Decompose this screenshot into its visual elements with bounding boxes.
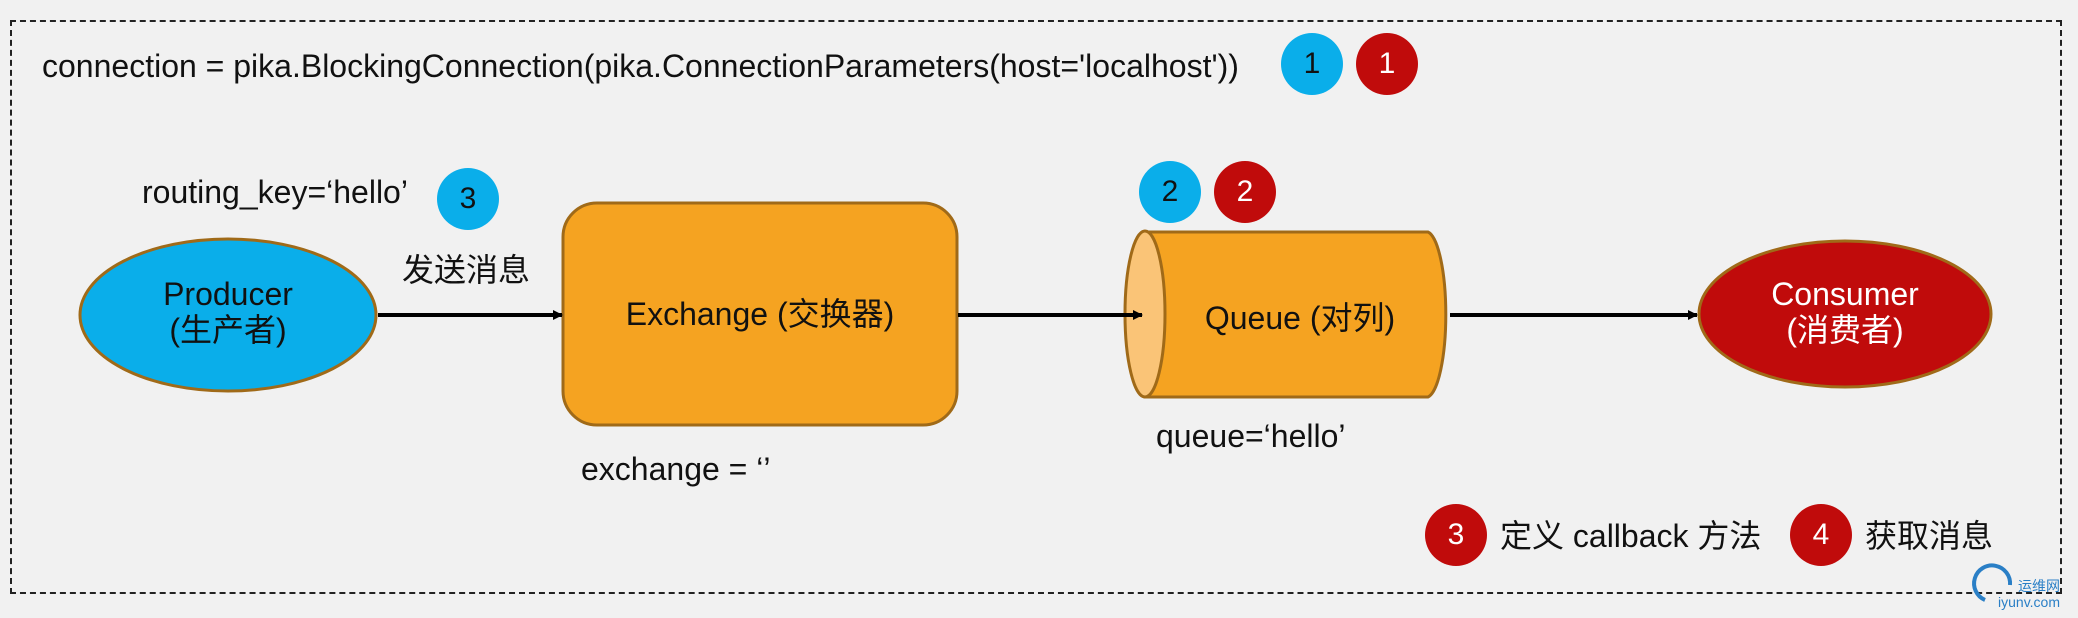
step-badge-blue-3: 3 <box>437 168 499 230</box>
consumer-node <box>1697 239 1993 389</box>
watermark: 运维网 iyunv.com <box>1998 578 2060 610</box>
producer-label: Producer (生产者) <box>80 276 376 348</box>
consumer-name: Consumer <box>1771 276 1919 312</box>
step-badge-red-3: 3 <box>1425 504 1487 566</box>
step-badge-blue-2: 2 <box>1139 161 1201 223</box>
legend-step3-label: 定义 callback 方法 <box>1500 518 1762 554</box>
producer-name-cn: (生产者) <box>169 312 287 348</box>
watermark-logo <box>1972 563 2013 602</box>
routing-key-label: routing_key=‘hello’ <box>142 174 408 210</box>
queue-label: Queue (对列) <box>1204 300 1396 336</box>
queue-param: queue=‘hello’ <box>1156 418 1346 454</box>
dashed-frame <box>10 20 2062 594</box>
step-badge-red-2: 2 <box>1214 161 1276 223</box>
exchange-label: Exchange (交换器) <box>625 296 895 332</box>
consumer-label: Consumer (消费者) <box>1699 276 1991 348</box>
watermark-line1: 运维网 <box>2018 578 2060 594</box>
step-badge-blue-1: 1 <box>1281 33 1343 95</box>
send-message-label: 发送消息 <box>402 252 531 288</box>
connection-code: connection = pika.BlockingConnection(pik… <box>42 48 1239 84</box>
legend-step4-label: 获取消息 <box>1865 518 1994 554</box>
exchange-node <box>561 201 959 427</box>
producer-node <box>78 237 378 393</box>
exchange-param: exchange = ‘’ <box>581 451 771 487</box>
producer-name: Producer <box>163 276 293 312</box>
watermark-line2: iyunv.com <box>1998 594 2060 610</box>
step-badge-red-1: 1 <box>1356 33 1418 95</box>
step-badge-red-4: 4 <box>1790 504 1852 566</box>
consumer-name-cn: (消费者) <box>1786 312 1904 348</box>
queue-node <box>1143 230 1448 399</box>
